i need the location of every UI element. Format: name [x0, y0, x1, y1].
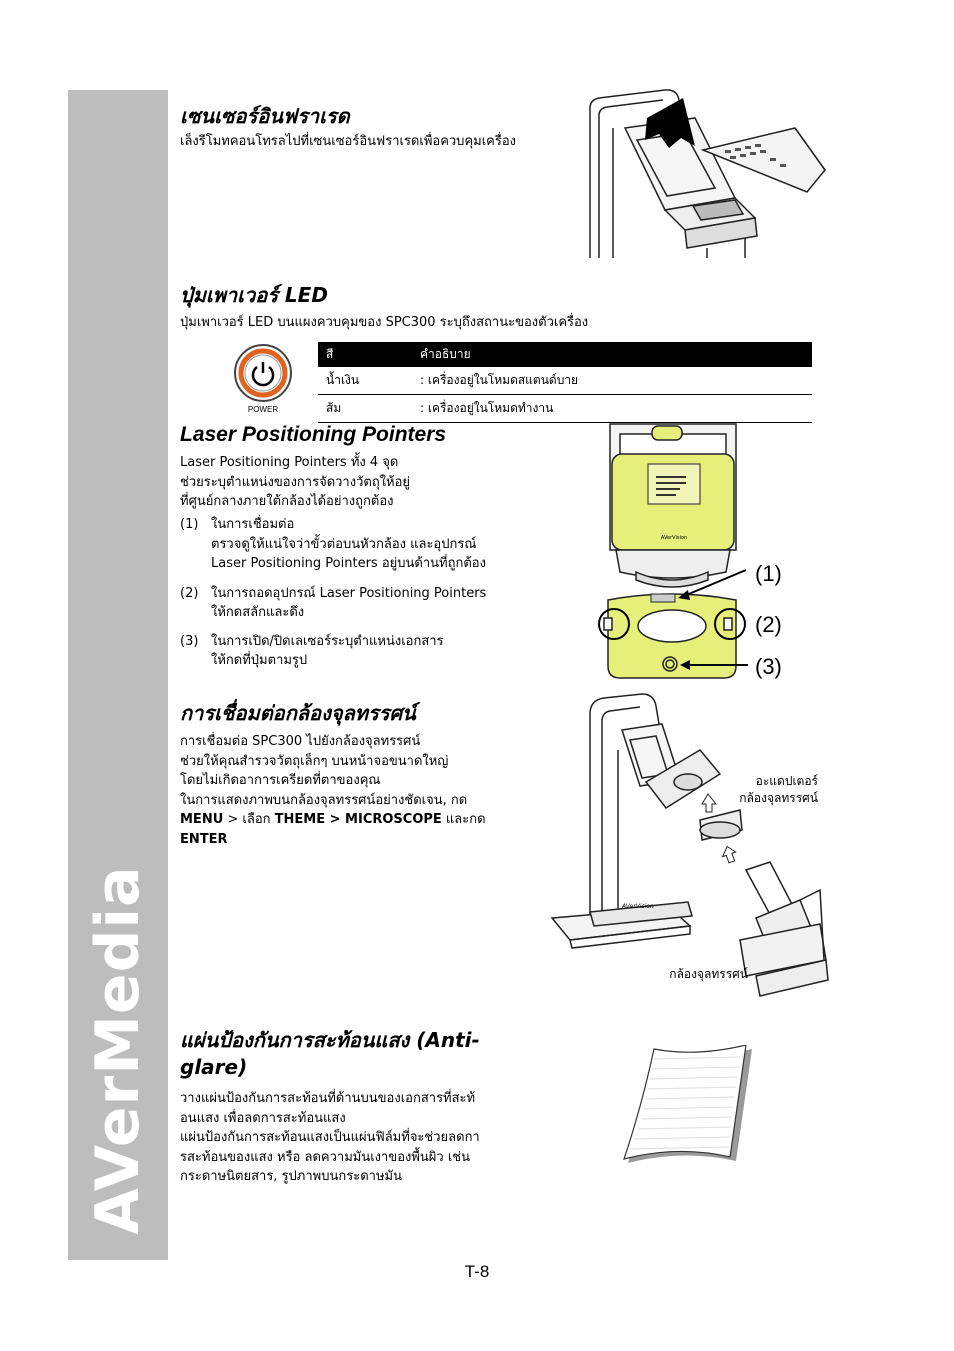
- brand-logo: AVerMedia: [83, 865, 153, 1235]
- table-cell-description: : เครื่องอยู่ในโหมดสแตนด์บาย: [412, 367, 812, 395]
- list-item-line: ในการถอดอุปกรณ์ Laser Positioning Pointe…: [211, 586, 487, 601]
- table-row: ส้ม : เครื่องอยู่ในโหมดทำงาน: [318, 394, 812, 423]
- infrared-body: เล็งรีโมทคอนโทรลไปที่เซนเซอร์อินฟราเรดเพ…: [180, 134, 516, 149]
- microscope-body-line: โดยไม่เกิดอาการเครียดที่ตาของคุณ: [180, 773, 381, 788]
- antiglare-body-line: กระดาษนิตยสาร, รูปภาพบนกระดาษมัน: [180, 1169, 402, 1184]
- list-item-line: Laser Positioning Pointers อยู่บนด้านที่…: [211, 556, 486, 571]
- adapter-label: อะแดปเตอร์ กล้องจุลทรรศน์: [700, 773, 818, 807]
- antiglare-title: แผ่นป้องกันการสะท้อนแสง (Anti- glare): [180, 1027, 480, 1081]
- infrared-illustration: [589, 89, 826, 258]
- microscope-title: การเชื่อมต่อกล้องจุลทรรศน์: [180, 701, 416, 725]
- camera-brand-text: AVerVision: [621, 903, 654, 910]
- microscope-label: กล้องจุลทรรศน์: [669, 967, 748, 981]
- table-cell-color: น้ำเงิน: [318, 367, 412, 395]
- list-item-line: ให้กดที่ปุ่มตามรูป: [211, 653, 308, 668]
- antiglare-sheet-illustration: [623, 1045, 752, 1163]
- list-item-line: ตรวจดูให้แน่ใจว่าขั้วต่อบนหัวกล้อง และอุ…: [211, 537, 477, 552]
- list-number: (3): [180, 634, 199, 649]
- power-led-body: ปุ่มเพาเวอร์ LED บนแผงควบคุมของ SPC300 ร…: [180, 315, 589, 330]
- list-item-line: ในการเชื่อมต่อ: [211, 517, 295, 532]
- page-number: T-8: [464, 1262, 490, 1281]
- microscope-body: การเชื่อมต่อ SPC300 ไปยังกล้องจุลทรรศน์ …: [180, 732, 486, 849]
- laser-intro-line: Laser Positioning Pointers ทั้ง 4 จุด: [180, 455, 399, 470]
- adapter-label-line: กล้องจุลทรรศน์: [739, 791, 818, 805]
- microscope-body-line: การเชื่อมต่อ SPC300 ไปยังกล้องจุลทรรศน์: [180, 734, 421, 749]
- power-button-icon: [234, 344, 292, 402]
- table-cell-color: ส้ม: [318, 394, 412, 423]
- list-number: (2): [180, 586, 199, 601]
- microscope-body-line: ช่วยให้คุณสำรวจวัตถุเล็กๆ บนหน้าจอขนาดให…: [180, 753, 449, 769]
- power-led-title: ปุ่มเพาเวอร์ LED: [180, 283, 328, 307]
- device-brand-text: AVerVision: [661, 535, 687, 541]
- laser-pointer-illustration: AVerVision: [598, 423, 748, 679]
- antiglare-body: วางแผ่นป้องกันการสะท้อนที่ด้านบนของเอกสา…: [180, 1089, 480, 1187]
- table-header-description: คำอธิบาย: [412, 342, 812, 367]
- sidebar: [68, 90, 168, 1260]
- laser-intro-line: ที่ศูนย์กลางภายใต้กล้องได้อย่างถูกต้อง: [180, 494, 394, 509]
- antiglare-body-line: อนแสง เพื่อลดการสะท้อนแสง: [180, 1110, 346, 1126]
- menu-text: > เลือก: [223, 812, 275, 827]
- table-header-row: สี คำอธิบาย: [318, 342, 812, 367]
- power-label: POWER: [247, 405, 279, 414]
- enter-key: ENTER: [180, 831, 228, 847]
- antiglare-body-line: วางแผ่นป้องกันการสะท้อนที่ด้านบนของเอกสา…: [180, 1091, 476, 1106]
- led-color-table: สี คำอธิบาย น้ำเงิน : เครื่องอยู่ในโหมดส…: [318, 342, 812, 423]
- microscope-menu-line: MENU > เลือก THEME > MICROSCOPE และกด: [180, 810, 486, 830]
- microscope-illustration: AVerVision: [550, 693, 829, 997]
- laser-intro-line: ช่วยระบุตำแหน่งของการจัดวางวัตถุให้อยู่: [180, 474, 411, 490]
- antiglare-title-line: แผ่นป้องกันการสะท้อนแสง (Anti-: [180, 1028, 480, 1052]
- theme-key: THEME > MICROSCOPE: [274, 812, 442, 827]
- menu-key: MENU: [180, 812, 224, 827]
- microscope-body-line: ในการแสดงภาพบนกล้องจุลทรรศน์อย่างชัดเจน,…: [180, 792, 468, 808]
- antiglare-title-line: glare): [180, 1055, 248, 1079]
- adapter-label-line: อะแดปเตอร์: [755, 774, 818, 788]
- callout-3: (3): [755, 654, 782, 679]
- menu-text: และกด: [441, 812, 486, 827]
- callout-2: (2): [755, 612, 782, 637]
- list-number: (1): [180, 517, 199, 532]
- list-item-line: ในการเปิด/ปิดเลเซอร์ระบุตำแหน่งเอกสาร: [211, 634, 444, 649]
- table-header-color: สี: [318, 342, 412, 367]
- antiglare-body-line: แผ่นป้องกันการสะท้อนแสงเป็นแผ่นฟิล์มที่จ…: [180, 1130, 480, 1145]
- list-item-line: ให้กดสลักและดึง: [211, 605, 305, 620]
- laser-intro: Laser Positioning Pointers ทั้ง 4 จุด ช่…: [180, 453, 410, 512]
- callout-1: (1): [755, 561, 782, 586]
- table-cell-description: : เครื่องอยู่ในโหมดทำงาน: [412, 394, 812, 423]
- infrared-title: เซนเซอร์อินฟราเรด: [180, 104, 350, 128]
- antiglare-body-line: รสะท้อนของแสง หรือ ลดความมันเงาของพื้นผิ…: [180, 1149, 471, 1165]
- table-row: น้ำเงิน : เครื่องอยู่ในโหมดสแตนด์บาย: [318, 367, 812, 395]
- laser-title: Laser Positioning Pointers: [180, 423, 447, 446]
